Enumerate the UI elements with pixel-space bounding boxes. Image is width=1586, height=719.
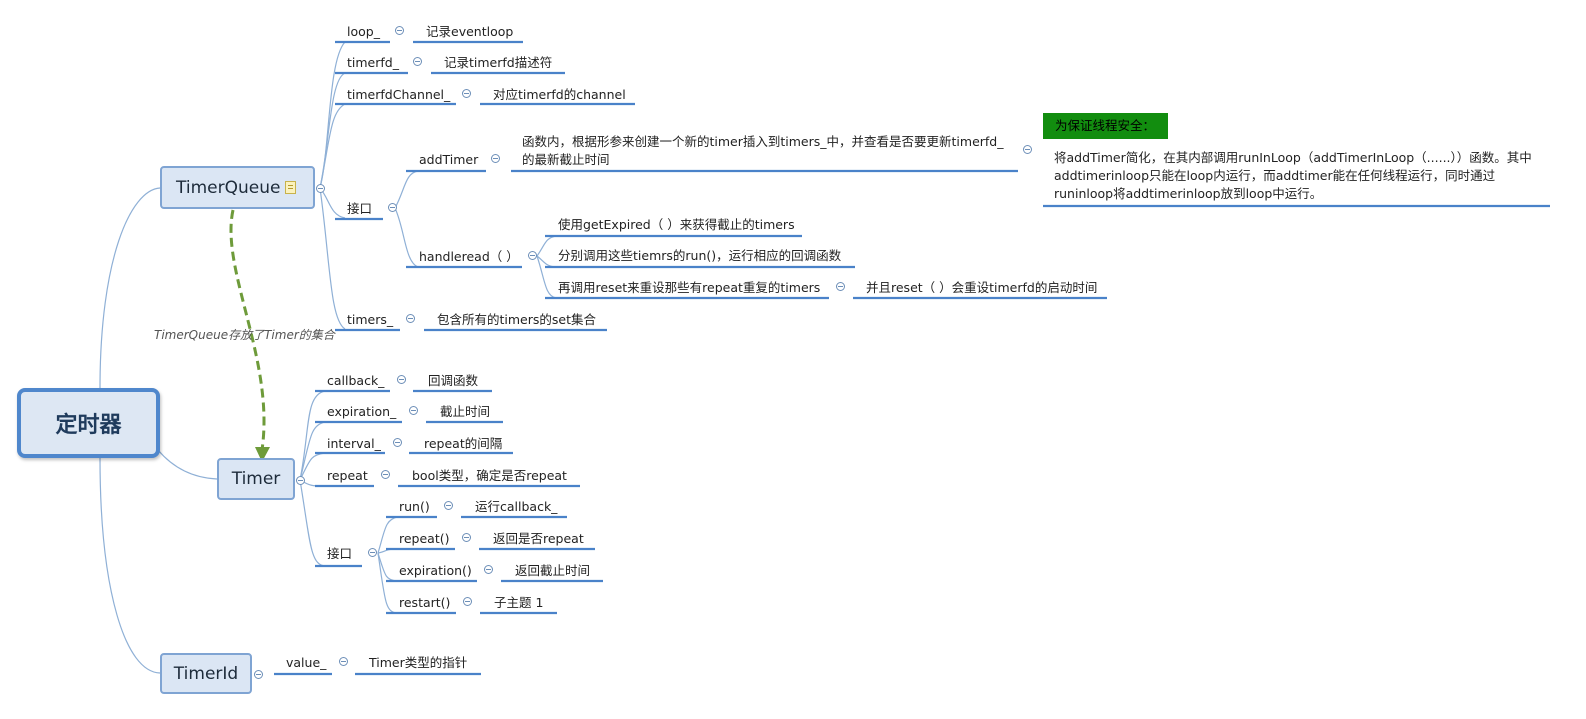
thread-safety-label[interactable]: 为保证线程安全： bbox=[1043, 113, 1168, 139]
addtimer-method[interactable]: addTimer bbox=[419, 152, 479, 167]
thread-safety-desc[interactable]: 将addTimer简化，在其内部调用runInLoop（addTimerInLo… bbox=[1054, 149, 1532, 203]
timerfd-field[interactable]: timerfd_ bbox=[347, 55, 399, 70]
queue-interface[interactable]: 接口 bbox=[347, 201, 373, 216]
loop-desc[interactable]: 记录eventloop bbox=[426, 24, 514, 39]
repeat-desc[interactable]: bool类型，确定是否repeat bbox=[412, 468, 567, 483]
handleread-method[interactable]: handleread（ ） bbox=[419, 249, 519, 264]
timer-interface[interactable]: 接口 bbox=[327, 546, 353, 561]
root-topic[interactable]: 定时器 bbox=[17, 388, 160, 458]
collapse-icon[interactable] bbox=[316, 184, 325, 193]
collapse-icon[interactable] bbox=[413, 57, 422, 66]
handleread-step-3[interactable]: 再调用reset来重设那些有repeat重复的timers bbox=[558, 280, 821, 295]
restart-method[interactable]: restart() bbox=[399, 595, 451, 610]
expiration-method-desc[interactable]: 返回截止时间 bbox=[515, 563, 591, 578]
collapse-icon[interactable] bbox=[397, 375, 406, 384]
collapse-icon[interactable] bbox=[406, 314, 415, 323]
relation-label: TimerQueue存放了Timer的集合 bbox=[154, 328, 335, 342]
value-field[interactable]: value_ bbox=[286, 655, 327, 670]
collapse-icon[interactable] bbox=[381, 470, 390, 479]
collapse-icon[interactable] bbox=[444, 501, 453, 510]
value-desc[interactable]: Timer类型的指针 bbox=[369, 655, 468, 670]
expiration-desc[interactable]: 截止时间 bbox=[440, 404, 491, 419]
timerfd-desc[interactable]: 记录timerfd描述符 bbox=[444, 55, 553, 70]
collapse-icon[interactable] bbox=[254, 670, 263, 679]
expiration-method[interactable]: expiration() bbox=[399, 563, 472, 578]
timerqueue-title: TimerQueue bbox=[176, 177, 281, 198]
interval-desc[interactable]: repeat的间隔 bbox=[424, 436, 503, 451]
collapse-icon[interactable] bbox=[463, 597, 472, 606]
addtimer-desc-line1[interactable]: 函数内，根据形参来创建一个新的timer插入到timers_中，并查看是否要更新… bbox=[522, 134, 1004, 149]
loop-field[interactable]: loop_ bbox=[347, 24, 380, 39]
repeat-field[interactable]: repeat bbox=[327, 468, 368, 483]
note-icon[interactable] bbox=[285, 181, 296, 194]
collapse-icon[interactable] bbox=[368, 548, 377, 557]
collapse-icon[interactable] bbox=[393, 438, 402, 447]
collapse-icon[interactable] bbox=[1023, 145, 1032, 154]
timers-field[interactable]: timers_ bbox=[347, 312, 394, 327]
timerid-title: TimerId bbox=[173, 663, 239, 684]
timerid-topic[interactable]: TimerId bbox=[160, 653, 252, 694]
channel-desc[interactable]: 对应timerfd的channel bbox=[493, 87, 626, 102]
channel-field[interactable]: timerfdChannel_ bbox=[347, 87, 451, 102]
collapse-icon[interactable] bbox=[395, 26, 404, 35]
callback-desc[interactable]: 回调函数 bbox=[428, 373, 479, 388]
run-method[interactable]: run() bbox=[399, 499, 430, 514]
thread-safety-line: 将addTimer简化，在其内部调用runInLoop（addTimerInLo… bbox=[1054, 150, 1532, 165]
run-desc[interactable]: 运行callback_ bbox=[475, 499, 558, 514]
timer-topic[interactable]: Timer bbox=[217, 458, 295, 500]
handleread-step-2[interactable]: 分别调用这些tiemrs的run()，运行相应的回调函数 bbox=[558, 248, 842, 263]
addtimer-desc-line2[interactable]: 的最新截止时间 bbox=[522, 152, 610, 167]
collapse-icon[interactable] bbox=[388, 203, 397, 212]
collapse-icon[interactable] bbox=[528, 251, 537, 260]
collapse-icon[interactable] bbox=[409, 406, 418, 415]
collapse-icon[interactable] bbox=[296, 476, 305, 485]
repeat-method-desc[interactable]: 返回是否repeat bbox=[493, 531, 584, 546]
collapse-icon[interactable] bbox=[484, 565, 493, 574]
collapse-icon[interactable] bbox=[339, 657, 348, 666]
collapse-icon[interactable] bbox=[462, 533, 471, 542]
reset-note[interactable]: 并且reset（ ）会重设timerfd的启动时间 bbox=[866, 280, 1098, 295]
collapse-icon[interactable] bbox=[491, 154, 500, 163]
thread-safety-line: runinloop将addtimerinloop放到loop中运行。 bbox=[1054, 186, 1323, 201]
handleread-step-1[interactable]: 使用getExpired（ ）来获得截止的timers bbox=[558, 217, 795, 232]
collapse-icon[interactable] bbox=[836, 282, 845, 291]
timer-title: Timer bbox=[231, 469, 281, 489]
repeat-method[interactable]: repeat() bbox=[399, 531, 450, 546]
collapse-icon[interactable] bbox=[462, 89, 471, 98]
callback-field[interactable]: callback_ bbox=[327, 373, 385, 388]
restart-desc[interactable]: 子主题 1 bbox=[494, 595, 544, 610]
interval-field[interactable]: interval_ bbox=[327, 436, 381, 451]
timers-desc[interactable]: 包含所有的timers的set集合 bbox=[437, 312, 596, 327]
thread-safety-line: addtimerinloop只能在loop内运行，而addtimer能在任何线程… bbox=[1054, 168, 1496, 183]
expiration-field[interactable]: expiration_ bbox=[327, 404, 397, 419]
